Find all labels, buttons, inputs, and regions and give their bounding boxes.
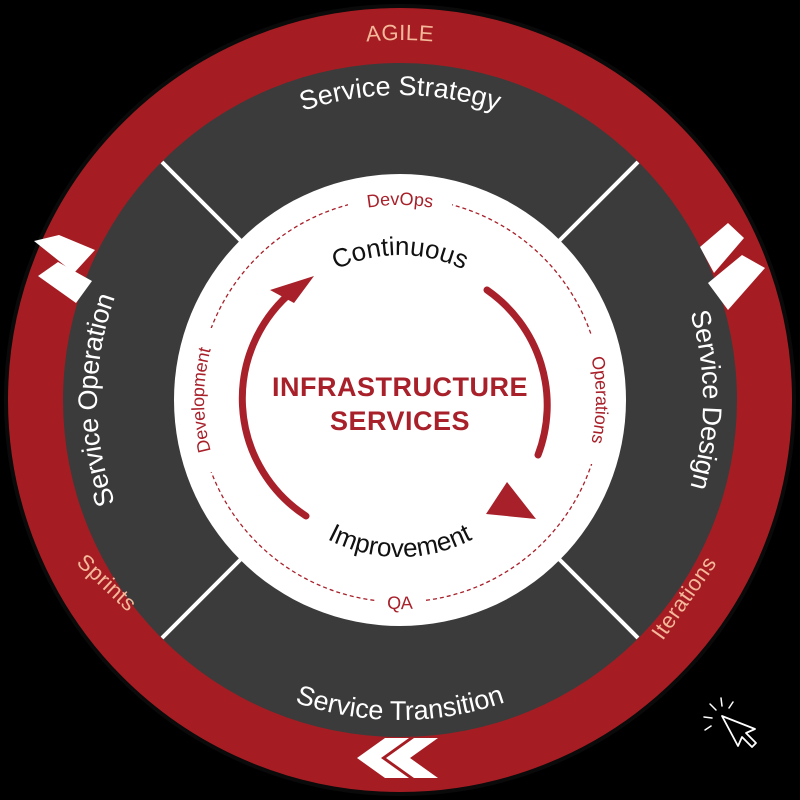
- devops-label-gaps: [188, 188, 612, 612]
- cursor-icon: [703, 697, 757, 748]
- separator-top-left: [160, 160, 244, 244]
- cycle-arc-right: [483, 286, 551, 459]
- chevron-down-icon: [708, 255, 765, 310]
- center-title-line2: SERVICES: [330, 406, 470, 436]
- separator-bottom-left: [160, 556, 244, 640]
- center-title-line1: INFRASTRUCTURE: [272, 372, 528, 402]
- separator-bottom-right: [556, 556, 640, 640]
- chevron-left-icon: [386, 738, 438, 778]
- chevron-bottom-icon: [357, 738, 438, 778]
- chevron-left-side-icon: [34, 235, 95, 303]
- chevron-right-icon: [38, 262, 92, 303]
- cycle-arrowhead-top-icon: [270, 276, 314, 303]
- agile-label: AGILE: [365, 20, 435, 47]
- service-ring-separators: [160, 160, 640, 640]
- chevron-left-icon: [357, 738, 409, 778]
- cycle-arc-left: [238, 286, 310, 520]
- qa-label: QA: [387, 593, 413, 613]
- chevron-down-icon: [700, 223, 744, 273]
- cycle-arrowhead-bottom-icon: [486, 482, 536, 519]
- chevron-right-side-icon: [700, 223, 765, 310]
- devops-label: DevOps: [366, 189, 435, 212]
- separator-top-right: [556, 160, 640, 244]
- chevron-right-icon: [34, 235, 95, 273]
- improvement-cycle: [238, 286, 551, 520]
